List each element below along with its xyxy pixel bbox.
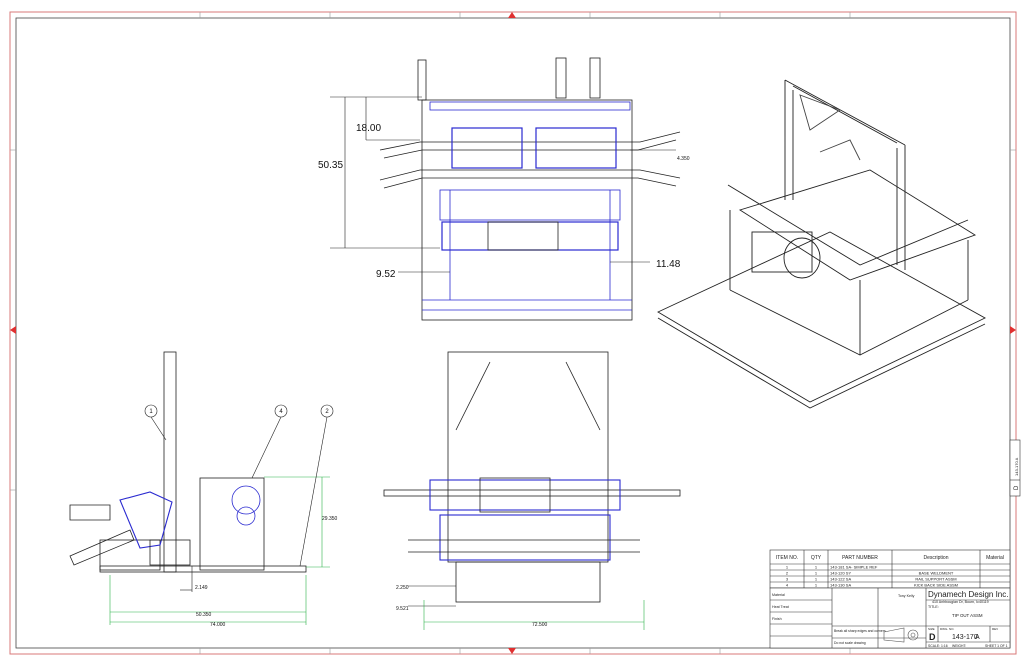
rev-tab — [1009, 439, 1021, 497]
tb-dwg-label: DWG. NO. — [940, 627, 954, 631]
side-view — [69, 351, 307, 573]
bom-header-desc: Description — [923, 555, 948, 561]
balloon-4: 4 — [279, 409, 283, 415]
bom-table — [769, 549, 1011, 589]
front-view — [383, 351, 681, 603]
bom-cell-r2-c4: BASE WELDMENT — [919, 571, 954, 576]
bom-cell-r3-c1: 3 — [786, 577, 789, 582]
tb-part-title: TIP OUT ASSM — [952, 613, 983, 618]
tb-company: Dynamech Design Inc. — [928, 590, 1008, 599]
balloon-1: 1 — [149, 409, 153, 415]
tb-break-corners: Break all sharp edges and corners — [834, 629, 886, 633]
bom-cell-r1-c2: 1 — [815, 565, 818, 570]
bom-cell-r3-c3: 143-122 SA — [830, 577, 851, 582]
top-view-dimensions — [330, 96, 676, 273]
top-view — [379, 57, 681, 321]
dim-front-overall: 72.500 — [532, 622, 548, 628]
bom-cell-r4-c1: 4 — [786, 583, 789, 588]
bom-cell-r4-c2: 1 — [815, 583, 818, 588]
dim-side-height: 29.350 — [322, 516, 338, 522]
tb-rev-label: REV — [992, 627, 998, 631]
dim-top-height: 18.00 — [356, 123, 381, 134]
bom-cell-r3-c2: 1 — [815, 577, 818, 582]
tb-size-label: SIZE — [928, 627, 935, 631]
tb-heat-treat-label: Heat Treat — [772, 605, 789, 609]
dim-top-small: 4.350 — [677, 156, 690, 162]
dim-top-left-offset: 9.52 — [376, 269, 396, 280]
bom-cell-r2-c1: 2 — [786, 571, 789, 576]
rev-tab-letter: D — [1014, 485, 1020, 490]
tb-rev: A — [975, 634, 980, 641]
dim-top-overall: 50.35 — [318, 160, 343, 171]
tb-finish-label: Finish — [772, 617, 782, 621]
bom-header-material: Material — [986, 555, 1004, 561]
bom-cell-r2-c3: 143-120 SY — [830, 571, 851, 576]
title-block — [769, 587, 1011, 649]
bom-header-qty: QTY — [811, 555, 822, 561]
side-view-dimensions — [109, 476, 330, 625]
tb-weight: WEIGHT: — [952, 644, 966, 648]
tb-drawn-by: Tony Kelly — [898, 594, 915, 598]
tb-sheet: SHEET 1 OF 1 — [985, 644, 1008, 648]
bom-cell-r3-c4: RAIL SUPPORT ASSM — [915, 577, 956, 582]
dim-side-inner: 50.350 — [196, 612, 212, 618]
bom-cell-r4-c4: KICK BACK SIDE ASSM — [914, 583, 958, 588]
bom-cell-r1-c3: 143-181 SA- SIMPLE REF — [830, 565, 878, 570]
tb-do-not-scale: Do not scale drawing — [834, 641, 866, 645]
balloons — [144, 404, 334, 567]
front-view-dimensions — [408, 585, 645, 630]
bom-header-part: PART NUMBER — [842, 555, 878, 561]
bom-cell-r1-c1: 1 — [786, 565, 789, 570]
dim-top-right-offset: 11.48 — [656, 259, 681, 270]
dim-front-small-1: 2.250 — [396, 585, 409, 591]
tb-size: D — [929, 632, 936, 642]
balloon-2: 2 — [325, 409, 329, 415]
tb-address: 410 Anhbougian Dr, Bourn, Ic40119 — [932, 600, 989, 604]
rev-tab-text: 143-170 A — [1014, 457, 1019, 476]
tb-scale: SCALE: 1:16 — [928, 644, 948, 648]
dim-side-overall: 74.000 — [210, 622, 226, 628]
outer-border — [9, 11, 1017, 655]
bom-cell-r4-c3: 143-130 SA — [830, 583, 851, 588]
isometric-view — [657, 79, 986, 409]
tb-title-label: TITLE: — [928, 605, 939, 609]
tb-material-label: Material — [772, 593, 785, 597]
bom-cell-r2-c2: 1 — [815, 571, 818, 576]
bom-header-item: ITEM NO. — [776, 555, 798, 561]
tb-dwg-no: 143-170 — [952, 634, 978, 641]
dim-front-small-2: 9.521 — [396, 606, 409, 612]
center-markers — [10, 12, 1016, 654]
dim-side-small: 2.149 — [195, 585, 208, 591]
